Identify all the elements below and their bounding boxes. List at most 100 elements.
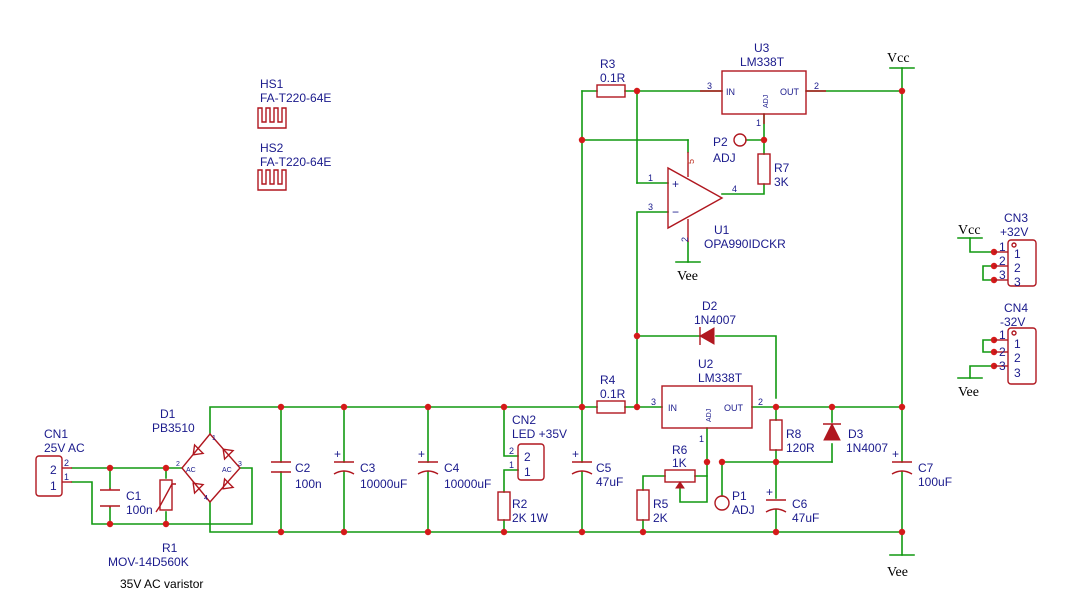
d1-value: PB3510: [152, 421, 195, 435]
cn2-pin-num-1: 1: [509, 460, 514, 470]
cn3-pin-num-1: 1: [999, 240, 1006, 254]
r7-value: 3K: [774, 175, 789, 189]
u3-pin-1: 1: [756, 118, 761, 128]
r8-value: 120R: [786, 441, 815, 455]
rail-vcc-main: Vcc: [887, 51, 915, 69]
p1-ref: P1: [732, 489, 747, 503]
r4-ref: R4: [600, 373, 616, 387]
u1-pin-4: 4: [732, 184, 737, 194]
d2-value: 1N4007: [694, 313, 736, 327]
vcc-label: Vcc: [958, 223, 981, 238]
u2-value: LM338T: [698, 371, 743, 385]
varistor-note: 35V AC varistor: [120, 577, 203, 591]
connector-body: [35, 455, 63, 497]
hs2-value: FA-T220-64E: [260, 155, 331, 169]
connector-cn4: CN4 -32V 1 2 3 1 2 3 Vee: [957, 301, 1037, 400]
u3-in-label: IN: [726, 87, 735, 97]
u2-out-label: OUT: [724, 403, 744, 413]
u1-pin-1: 1: [648, 173, 653, 183]
u1-pin-3: 3: [648, 202, 653, 212]
p2-value: ADJ: [713, 151, 736, 165]
cn3-pin-1: 1: [1014, 247, 1021, 261]
bridge-pin-3: 3: [238, 461, 242, 468]
testpoint-icon: [714, 495, 730, 511]
cn4-ref: CN4: [1004, 301, 1028, 315]
cn3-value: +32V: [1000, 225, 1028, 239]
u3-out-label: OUT: [780, 87, 800, 97]
heatsink-icon: [257, 169, 287, 191]
capacitor-c5: + C5 47uF: [571, 447, 623, 489]
diode-icon: [698, 327, 715, 345]
capacitor-c6: + C6 47uF: [765, 485, 819, 525]
r5-value: 2K: [653, 511, 668, 525]
u2-in-label: IN: [668, 403, 677, 413]
connector-cn2: CN2 LED +35V 2 1 2 1: [509, 413, 567, 481]
capacitor-c7: + C7 100uF: [891, 447, 952, 489]
polarity-plus-icon: +: [766, 485, 773, 499]
testpoint-p1: P1 ADJ: [714, 489, 755, 517]
cn4-pin-3: 3: [1014, 366, 1021, 380]
r3-value: 0.1R: [600, 71, 626, 85]
polarity-plus-icon: +: [892, 447, 899, 461]
bridge-body: [181, 432, 241, 504]
heatsink-icon: [257, 107, 287, 129]
resistor-r8: R8 120R: [769, 419, 815, 455]
r3-ref: R3: [600, 57, 616, 71]
resistor-r4: R4 0.1R: [596, 373, 626, 414]
u3-adj-label: ADJ: [763, 95, 770, 108]
c3-ref: C3: [360, 461, 376, 475]
cn3-pin-2: 2: [1014, 261, 1021, 275]
cn4-value: -32V: [1000, 315, 1025, 329]
potentiometer-r6: R6 1K: [664, 443, 696, 489]
u2-pin-2: 2: [758, 397, 763, 407]
cn2-pin-2: 2: [524, 450, 531, 464]
d2-ref: D2: [702, 299, 718, 313]
u3-pin-3: 3: [707, 81, 712, 91]
diode-d2: D2 1N4007: [694, 299, 736, 345]
hs2-ref: HS2: [260, 141, 284, 155]
wires: [71, 67, 995, 556]
bridge-pin-2: 2: [176, 461, 180, 468]
cn3-pin-num-3: 3: [999, 268, 1006, 282]
p2-ref: P2: [713, 135, 728, 149]
u1-pin-5: 5: [686, 159, 696, 164]
r2-ref: R2: [512, 497, 528, 511]
c3-value: 10000uF: [360, 477, 407, 491]
capacitor-c4: + C4 10000uF: [417, 447, 491, 491]
capacitor-c2: C2 100n: [271, 461, 322, 491]
polarity-plus-icon: +: [418, 447, 425, 461]
cn1-pin-num-1: 1: [64, 472, 69, 482]
u2-ref: U2: [698, 357, 714, 371]
connector-body: [1007, 327, 1037, 385]
capacitor-c1: C1 100n: [100, 488, 153, 517]
r1-value: MOV-14D560K: [108, 555, 189, 569]
c4-ref: C4: [444, 461, 460, 475]
r4-value: 0.1R: [600, 387, 626, 401]
regulator-u2: U2 LM338T IN OUT ADJ 3 2 1: [651, 357, 763, 444]
c1-value: 100n: [126, 503, 153, 517]
c6-value: 47uF: [792, 511, 819, 525]
wiper-arrow-icon: [675, 481, 685, 489]
r1-ref: R1: [162, 541, 178, 555]
testpoint-p2: P2 ADJ: [713, 133, 747, 165]
opamp-triangle: [667, 166, 724, 230]
u1-pin-2: 2: [680, 237, 690, 242]
heatsink-hs2: HS2 FA-T220-64E: [257, 141, 331, 191]
u1-value: OPA990IDCKR: [704, 237, 786, 251]
cn3-pin-num-2: 2: [999, 254, 1006, 268]
rail-vee-main: Vee: [887, 554, 915, 580]
cn4-pin-num-2: 2: [999, 345, 1006, 359]
cn2-ref: CN2: [512, 413, 536, 427]
c5-value: 47uF: [596, 475, 623, 489]
opamp-u1: + − 5 1 3 4 2 U1 OPA990IDCKR: [648, 152, 786, 251]
cn2-pin-1: 1: [524, 465, 531, 479]
resistor-r7: R7 3K: [757, 153, 790, 189]
cn4-pin-num-3: 3: [999, 359, 1006, 373]
u3-ref: U3: [754, 41, 770, 55]
capacitor-c3: + C3 10000uF: [333, 447, 407, 491]
d3-ref: D3: [848, 427, 864, 441]
u2-pin-3: 3: [651, 397, 656, 407]
u3-pin-2: 2: [814, 81, 819, 91]
connector-body: [517, 443, 545, 481]
